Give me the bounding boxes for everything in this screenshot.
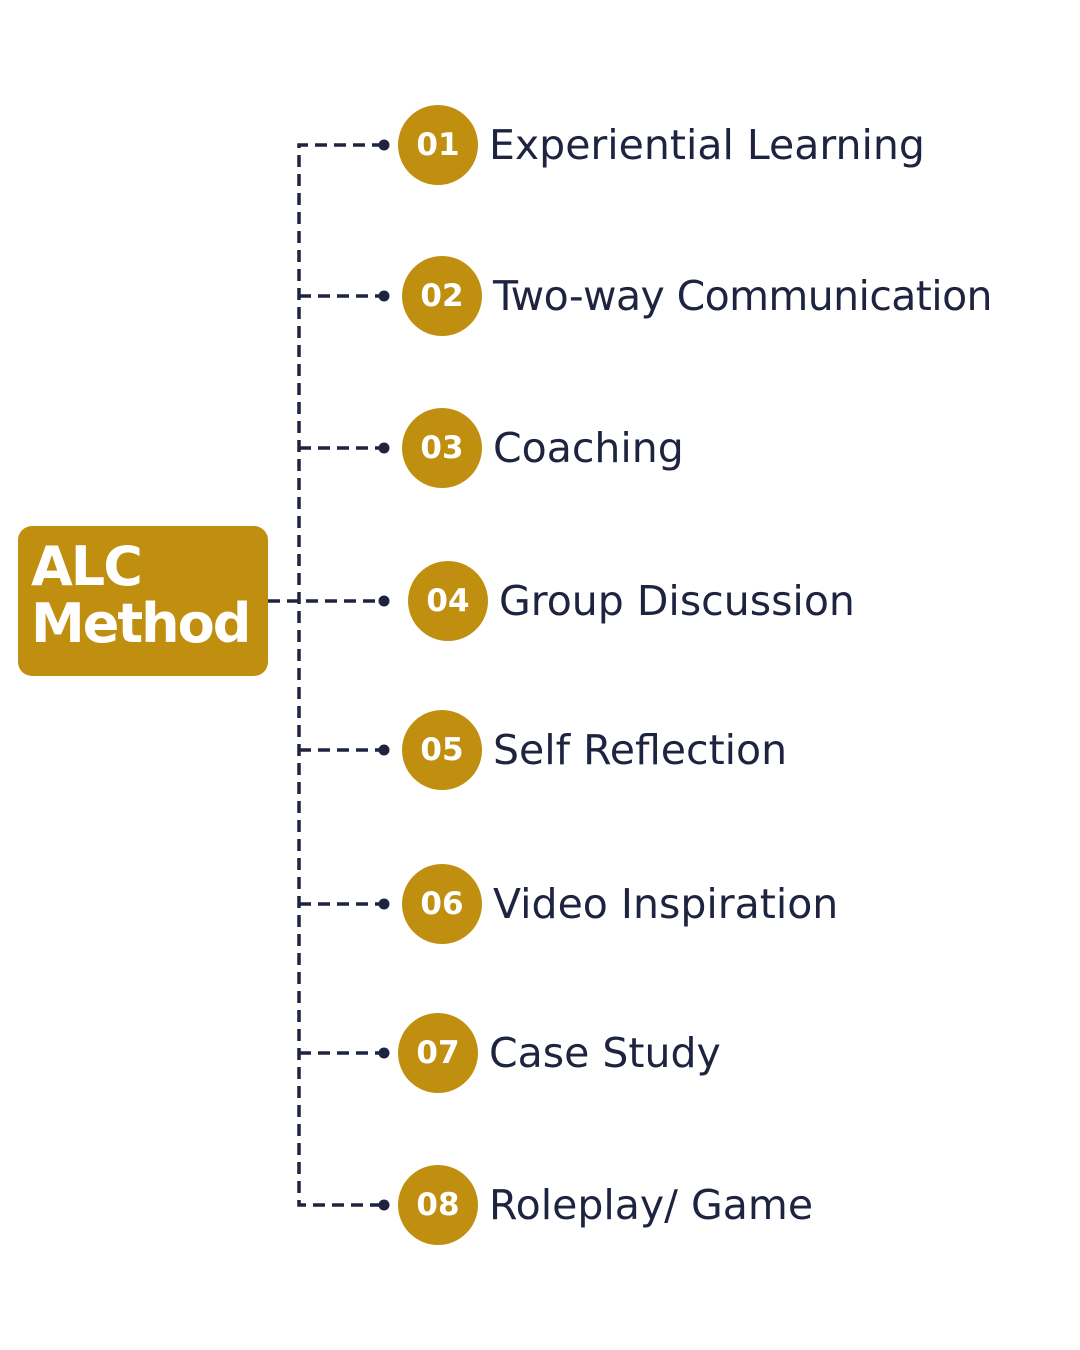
root-title-line1: ALC [31, 535, 143, 598]
connector-dot-06 [378, 898, 390, 910]
connector-dot-01 [378, 139, 390, 151]
method-label: Two-way Communication [493, 272, 993, 320]
connector-dot-04 [378, 595, 390, 607]
trunk-line [297, 143, 384, 1207]
number-badge: 07 [398, 1013, 478, 1093]
connector-dot-03 [378, 442, 390, 454]
connector-dot-05 [378, 744, 390, 756]
method-label: Coaching [493, 424, 684, 472]
connector-dot-08 [378, 1199, 390, 1211]
method-label: Video Inspiration [493, 880, 839, 928]
method-label: Case Study [489, 1029, 721, 1077]
connector-dot-02 [378, 290, 390, 302]
root-title-line2: Method [31, 592, 251, 655]
method-label: Roleplay/ Game [489, 1181, 814, 1229]
number-badge: 03 [402, 408, 482, 488]
number-badge: 04 [408, 561, 488, 641]
number-badge: 06 [402, 864, 482, 944]
number-badge: 02 [402, 256, 482, 336]
method-label: Self Reflection [493, 726, 788, 774]
root-node: ALC Method [18, 526, 268, 676]
number-badge: 05 [402, 710, 482, 790]
method-label: Experiential Learning [489, 121, 925, 169]
number-badge: 01 [398, 105, 478, 185]
connector-dot-07 [378, 1047, 390, 1059]
number-badge: 08 [398, 1165, 478, 1245]
method-label: Group Discussion [499, 577, 855, 625]
